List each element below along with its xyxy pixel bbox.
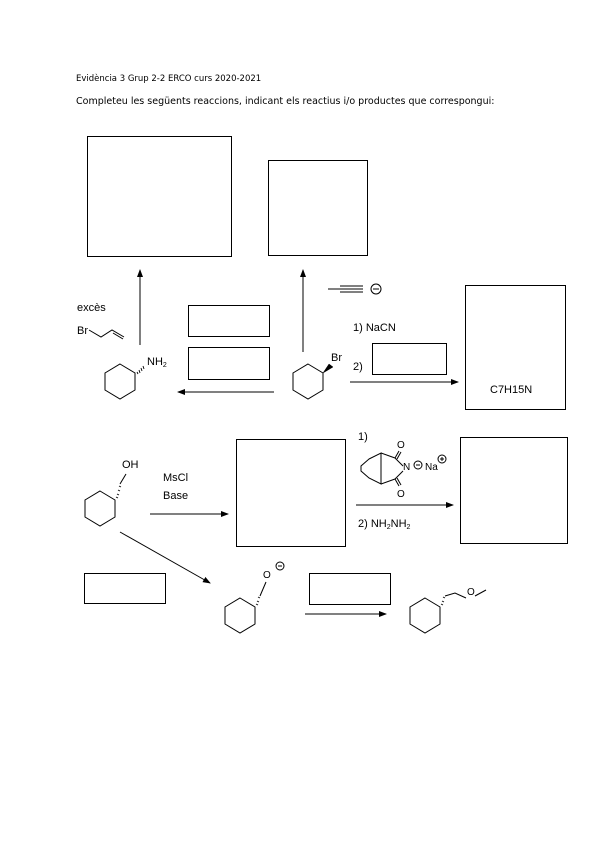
base-reagent-label: Base	[163, 490, 189, 502]
phthalimide-n-label: N	[403, 462, 411, 473]
instruction-text: Completeu les següents reaccions, indica…	[76, 96, 495, 107]
answer-box-alkoxide-reagent[interactable]	[84, 573, 166, 604]
cyclohexane-ring-bromide	[292, 363, 324, 400]
sodium-na-label: Na	[425, 462, 438, 473]
phthalimide-benzene-ring	[360, 452, 382, 485]
phthalimide-o-top: O	[397, 440, 405, 451]
hydrazine-sub2: 2	[406, 524, 411, 531]
phthalimide-o-bottom: O	[397, 489, 405, 500]
bromide-wedge-bond	[322, 363, 334, 374]
hydroxyl-oh-label: OH	[122, 459, 139, 471]
hydrazine-sub1: 2	[386, 524, 391, 531]
answer-box-reagent-2[interactable]	[188, 347, 270, 380]
step2-label: 2)	[353, 361, 363, 373]
answer-box-amine-product[interactable]	[87, 136, 232, 257]
cyclohexane-ring-alcohol	[84, 490, 116, 527]
amine-nh2-label: NH2	[147, 356, 167, 369]
alkoxide-negative-charge	[275, 561, 285, 571]
hydrazine-step-label: 2) NH2NH2	[358, 518, 410, 531]
acetylide-negative-charge	[370, 283, 382, 295]
allyl-bromide-br-label: Br	[77, 325, 88, 337]
answer-box-methylation-reagent[interactable]	[309, 573, 391, 605]
document-header: Evidència 3 Grup 2-2 ERCO curs 2020-2021	[76, 74, 262, 84]
mscl-reagent-label: MsCl	[163, 472, 189, 484]
ether-o-label: O	[467, 587, 475, 598]
answer-box-c7h15n-product[interactable]	[465, 285, 566, 410]
cyclohexane-ring-alkoxide	[224, 597, 256, 634]
allyl-bromide-chain	[88, 329, 125, 338]
reagent-exces-label: excès	[77, 302, 106, 314]
ether-chain	[444, 592, 467, 599]
arrow-diagonal-alkoxide	[119, 531, 211, 584]
hydrazine-prefix: 2) NH	[358, 518, 387, 530]
answer-box-nitrile-step2[interactable]	[372, 343, 447, 375]
answer-box-reagent-1[interactable]	[188, 305, 270, 337]
sodium-positive-charge	[437, 454, 447, 464]
answer-box-mesylate-product[interactable]	[236, 439, 346, 547]
amine-subscript: 2	[162, 362, 167, 369]
answer-box-gabriel-product[interactable]	[460, 437, 568, 544]
product-formula-label: C7H15N	[490, 384, 533, 396]
nacn-step-label: 1) NaCN	[353, 322, 396, 334]
cyclohexane-ring-ether	[409, 597, 441, 634]
imide-negative-charge	[413, 460, 423, 470]
alkoxide-o-label: O	[263, 570, 271, 581]
amine-nh-text: NH	[147, 356, 163, 368]
hydrazine-mid: NH	[390, 518, 407, 530]
bromide-br-label: Br	[331, 352, 342, 364]
answer-box-alkyne-product[interactable]	[268, 160, 368, 256]
cyclohexane-ring-amine	[104, 363, 136, 400]
gabriel-step1-label: 1)	[358, 431, 368, 443]
